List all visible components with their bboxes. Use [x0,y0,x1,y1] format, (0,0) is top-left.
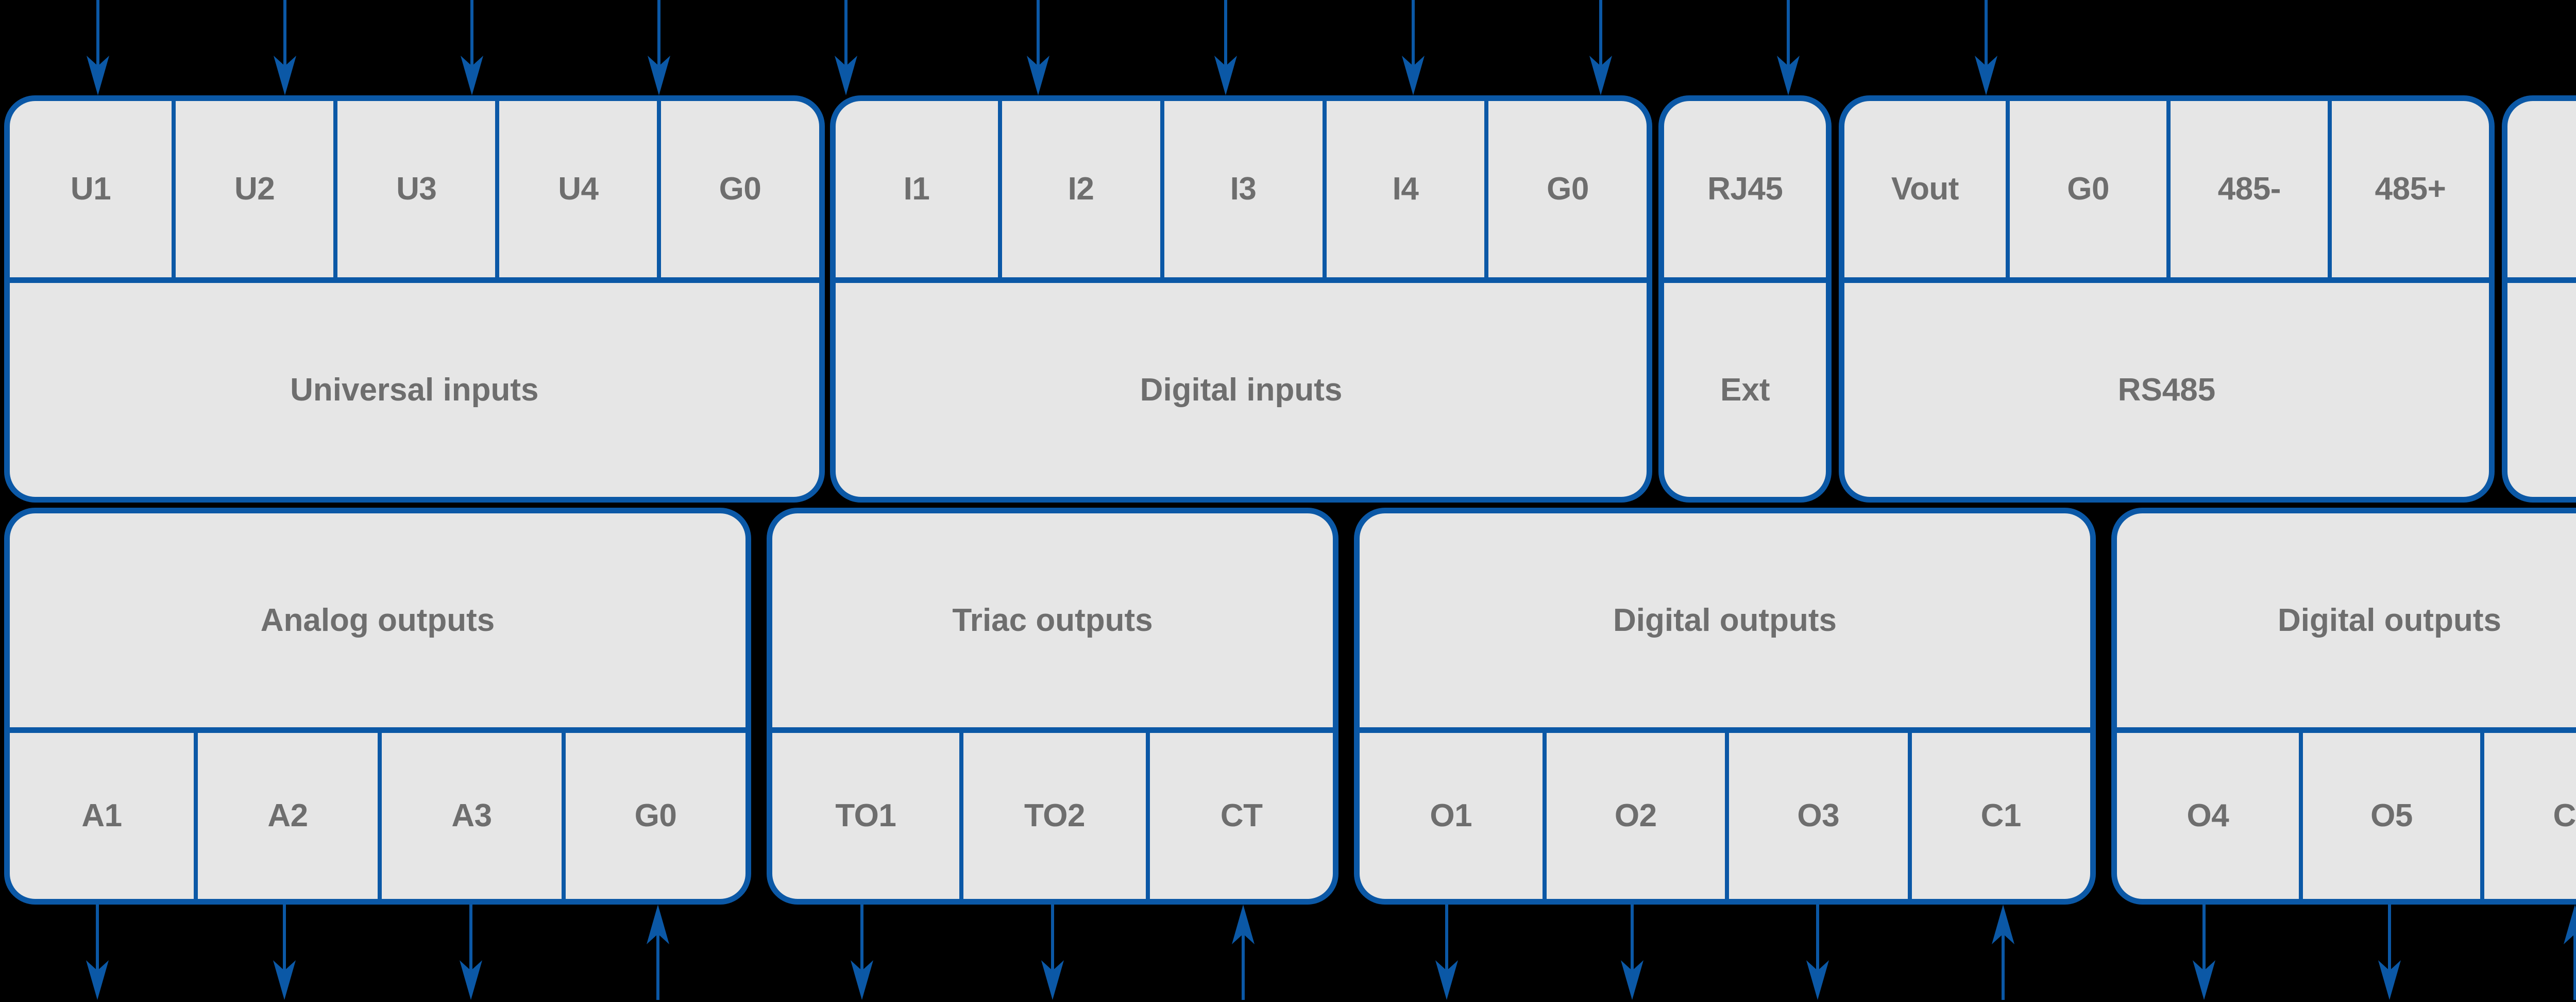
group-label: Triac outputs [952,602,1153,638]
signal-in-down-arrow-icon [82,0,113,95]
group-label-row: Analog outputs [10,513,745,727]
terminal-strip: RJ45RJ45 [2507,101,2576,277]
signal-in-down-arrow-icon [1398,0,1429,95]
group-label: Digital inputs [1140,372,1343,408]
terminal-i4[interactable]: I4 [1322,101,1485,277]
terminal-i3[interactable]: I3 [1160,101,1323,277]
group-label: Analog outputs [260,602,495,638]
terminal-to1[interactable]: TO1 [835,798,896,834]
terminal-g0[interactable]: G0 [562,733,745,899]
group-label: Digital outputs [2278,602,2501,638]
signal-out-down-arrow-icon [1617,905,1648,1000]
group-label-row: Digital inputs [835,277,1647,497]
signal-out-down-arrow-icon [1037,905,1068,1000]
signal-in-down-arrow-icon [1210,0,1241,95]
terminal-rj45[interactable]: RJ45 [1707,171,1783,207]
signal-in-down-arrow-icon [1971,0,2002,95]
terminal-a2[interactable]: A2 [194,733,378,899]
signal-out-down-arrow-icon [2189,905,2219,1000]
group-label-row: Universal inputs [10,277,819,497]
signal-in-down-arrow-icon [643,0,674,95]
terminal-c2[interactable]: C2 [2480,733,2576,899]
group-label: Ext [2507,283,2576,497]
group-label-row: RS485 [1844,277,2489,497]
terminal-i2[interactable]: I2 [997,101,1160,277]
signal-out-down-arrow-icon [269,905,300,1000]
terminal-o4[interactable]: O4 [2187,798,2229,834]
terminal-to2[interactable]: TO2 [959,733,1146,899]
group-label: Digital outputs [1613,602,1837,638]
terminal-o1[interactable]: O1 [1430,798,1472,834]
signal-in-down-arrow-icon [1773,0,1804,95]
group-label: Universal inputs [290,372,539,408]
terminal-i1[interactable]: I1 [903,171,930,207]
signal-out-down-arrow-icon [82,905,113,1000]
terminal-u3[interactable]: U3 [333,101,495,277]
bottom-arrow-strip [0,905,2576,1000]
terminal-vout[interactable]: Vout [1891,171,1959,207]
signal-in-down-arrow-icon [1023,0,1054,95]
terminal-485+[interactable]: 485+ [2328,101,2489,277]
group-label: RS485 [2117,372,2216,408]
terminal-o5[interactable]: O5 [2298,733,2481,899]
group-label-row: Ext [2507,277,2576,497]
terminal-strip: RJ45 [1664,101,1826,277]
terminal-strip: O4 O5C2 [2117,727,2576,899]
signal-out-down-arrow-icon [2374,905,2405,1000]
signal-out-up-arrow-icon [1988,905,2019,1000]
signal-out-down-arrow-icon [1802,905,1833,1000]
terminal-rj45[interactable]: RJ45 [2507,101,2576,277]
connector-group-ext: RJ45RJ45Ext [2501,95,2576,503]
terminal-ct[interactable]: CT [1146,733,1333,899]
group-label-row: Digital outputs [2117,513,2576,727]
signal-out-down-arrow-icon [455,905,486,1000]
signal-out-up-arrow-icon [1228,905,1259,1000]
terminal-u2[interactable]: U2 [172,101,333,277]
signal-out-up-arrow-icon [2560,905,2576,1000]
signal-in-down-arrow-icon [456,0,487,95]
top-arrow-strip [0,0,2576,95]
terminal-u1[interactable]: U1 [70,171,111,207]
group-label-row: Triac outputs [772,513,1333,727]
terminal-u4[interactable]: U4 [495,101,657,277]
terminal-g0[interactable]: G0 [657,101,819,277]
terminal-c1[interactable]: C1 [1907,733,2091,899]
signal-in-down-arrow-icon [831,0,861,95]
group-label-row: Digital outputs [1360,513,2090,727]
terminal-o2[interactable]: O2 [1542,733,1725,899]
terminal-a1[interactable]: A1 [81,798,122,834]
signal-out-up-arrow-icon [642,905,673,1000]
group-label: Ext [1720,372,1770,408]
terminal-g0[interactable]: G0 [2005,101,2167,277]
terminal-485-[interactable]: 485- [2166,101,2328,277]
terminal-a3[interactable]: A3 [378,733,562,899]
terminal-o3[interactable]: O3 [1725,733,1908,899]
terminal-g0[interactable]: G0 [1484,101,1647,277]
signal-in-down-arrow-icon [269,0,300,95]
signal-out-down-arrow-icon [1431,905,1462,1000]
signal-in-down-arrow-icon [1585,0,1616,95]
signal-out-down-arrow-icon [846,905,877,1000]
group-label-row: Ext [1664,277,1826,497]
